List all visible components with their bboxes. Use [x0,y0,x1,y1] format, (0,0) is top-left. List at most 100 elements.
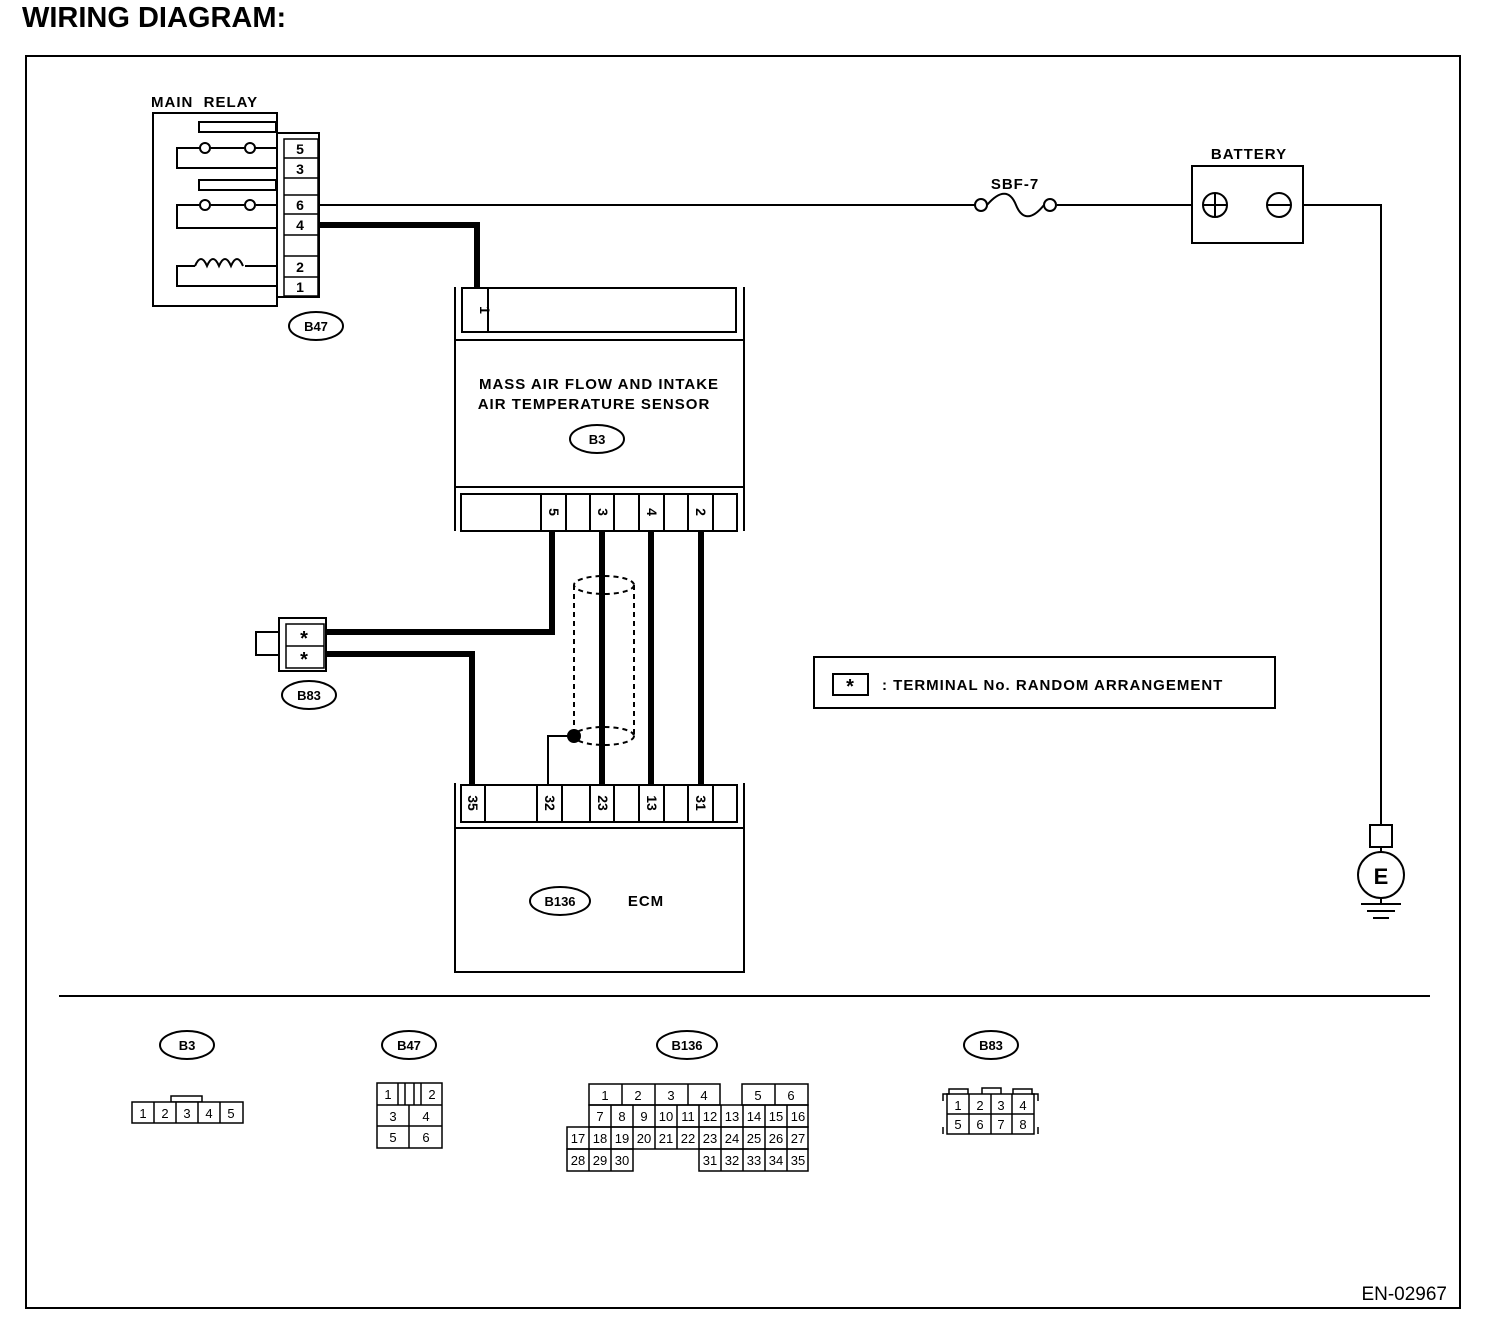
relay-terminal-6: 6 [296,197,304,213]
fuse-label: SBF-7 [991,176,1039,193]
relay-terminal-4: 4 [296,217,304,233]
relay-terminal-2: 2 [296,259,304,275]
b136-pin: 15 [769,1109,783,1124]
b136-pin: 32 [725,1153,739,1168]
main-relay-label: MAIN RELAY [151,94,258,111]
b136-pin: 9 [640,1109,647,1124]
page-heading: WIRING DIAGRAM: [22,2,287,34]
b47-pin: 1 [384,1087,391,1102]
b136-pin: 28 [571,1153,585,1168]
relay-terminal-3: 3 [296,161,304,177]
b83-pin: 7 [997,1117,1004,1132]
maf-label-line2: AIR TEMPERATURE SENSOR [478,396,711,413]
b83-pin: 5 [954,1117,961,1132]
maf-terminal-2: 2 [693,508,709,516]
maf-top-terminal-1: 1 [477,306,493,314]
connector-view-b83: B83 1 2 3 4 5 6 7 8 [942,1030,1039,1135]
connector-view-b3: B3 1 2 3 4 5 [131,1030,244,1124]
b3-pin: 2 [161,1106,168,1121]
b83-pin: 4 [1019,1098,1026,1113]
ground-label: E [1374,864,1389,889]
b136-pin: 21 [659,1131,673,1146]
b136-pin: 12 [703,1109,717,1124]
ecm-terminal-32: 32 [542,795,558,811]
main-relay: MAIN RELAY 5 3 6 4 2 1 B47 [151,94,344,341]
wires [319,204,1382,825]
b136-pin: 5 [754,1088,761,1103]
maf-terminal-5: 5 [546,508,562,516]
b136-pin: 24 [725,1131,739,1146]
b136-pin: 27 [791,1131,805,1146]
b83-terminal-star-1: * [300,628,308,650]
b136-pin: 11 [681,1109,695,1124]
connector-ref-b83: B83 [297,688,321,703]
b47-pin: 3 [389,1109,396,1124]
b83-terminal-star-2: * [300,649,308,671]
b136-pin: 2 [634,1088,641,1103]
view-ref-b136: B136 [671,1038,702,1053]
b136-pin: 34 [769,1153,783,1168]
b136-pin: 26 [769,1131,783,1146]
b136-pin: 3 [667,1088,674,1103]
diagram-frame [25,55,1461,1309]
relay-terminal-5: 5 [296,141,304,157]
ground-point-e: E [1357,824,1405,919]
battery: BATTERY [1191,146,1304,244]
b83-pin: 1 [954,1098,961,1113]
b3-pin: 3 [183,1106,190,1121]
b47-pin: 2 [428,1087,435,1102]
b136-pin: 31 [703,1153,717,1168]
connector-ref-b3: B3 [589,432,606,447]
b47-pin: 5 [389,1130,396,1145]
b136-pin: 30 [615,1153,629,1168]
b83-pin: 6 [976,1117,983,1132]
ecm-label: ECM [628,893,664,910]
legend-text: : TERMINAL No. RANDOM ARRANGEMENT [882,677,1223,694]
view-ref-b47: B47 [397,1038,421,1053]
ecm-terminal-35: 35 [465,795,481,811]
view-ref-b3: B3 [179,1038,196,1053]
b83-pin: 8 [1019,1117,1026,1132]
ecm: 35 32 23 13 31 B136 ECM [454,783,745,973]
fuse-sbf-7: SBF-7 [974,176,1057,218]
connector-view-b47: B47 1 2 3 4 5 6 [376,1030,443,1149]
b136-pin: 33 [747,1153,761,1168]
b136-pin: 1 [601,1088,608,1103]
view-ref-b83: B83 [979,1038,1003,1053]
b136-pin: 29 [593,1153,607,1168]
legend: * : TERMINAL No. RANDOM ARRANGEMENT [813,656,1276,709]
b136-pin: 4 [700,1088,707,1103]
b136-pin: 14 [747,1109,761,1124]
b136-pin: 19 [615,1131,629,1146]
b83-pin: 2 [976,1098,983,1113]
b136-pin: 25 [747,1131,761,1146]
b136-pin: 8 [618,1109,625,1124]
b136-pin: 6 [787,1088,794,1103]
b136-pin: 16 [791,1109,805,1124]
b136-pin: 13 [725,1109,739,1124]
ecm-terminal-23: 23 [595,795,611,811]
legend-symbol: * [846,676,854,698]
maf-terminal-4: 4 [644,508,660,516]
b136-pin: 22 [681,1131,695,1146]
b83-pin: 3 [997,1098,1004,1113]
connector-ref-b136: B136 [544,894,575,909]
ecm-terminal-31: 31 [693,795,709,811]
b3-pin: 1 [139,1106,146,1121]
b136-pin: 17 [571,1131,585,1146]
b136-pin: 10 [659,1109,673,1124]
b136-pin: 7 [596,1109,603,1124]
battery-label: BATTERY [1211,146,1287,163]
b136-pin: 18 [593,1131,607,1146]
b3-pin: 5 [227,1106,234,1121]
figure-id: EN-02967 [1361,1284,1447,1305]
b47-pin: 6 [422,1130,429,1145]
connector-ref-b47: B47 [304,319,328,334]
relay-terminal-1: 1 [296,279,304,295]
b47-pin: 4 [422,1109,429,1124]
b136-pin: 23 [703,1131,717,1146]
maf-label-line1: MASS AIR FLOW AND INTAKE [479,376,719,393]
b83-connector: * * B83 [255,617,337,710]
b3-pin: 4 [205,1106,212,1121]
